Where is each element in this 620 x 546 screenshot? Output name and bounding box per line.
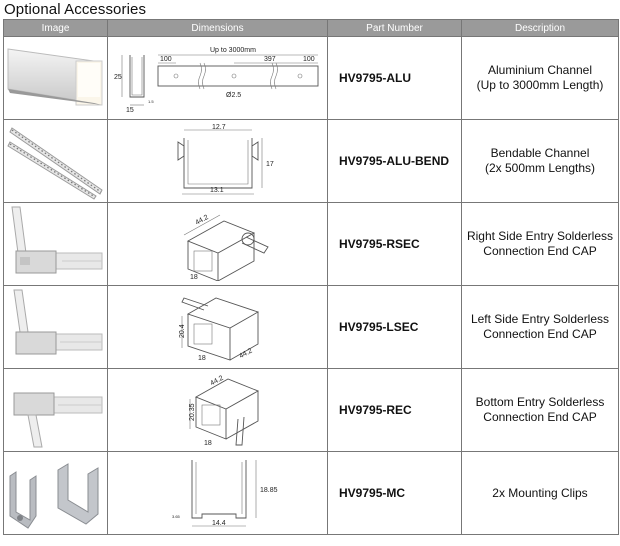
table-row: 25 15 1.5 Up to 3000mm 100 39 <box>3 36 619 120</box>
product-image-rsec <box>3 202 108 286</box>
description-line: Right Side Entry Solderless <box>466 229 614 243</box>
lsec-dimension-drawing: 20.4 18 44.2 <box>179 297 259 362</box>
rsec-photo <box>10 206 102 274</box>
table-header-row: Image Dimensions Part Number Description <box>3 19 619 37</box>
product-image-aluminium-channel <box>3 36 108 120</box>
dim-height: 20.4 <box>179 324 186 338</box>
alu-bend-dimension-drawing: 12.7 17 13.1 <box>177 124 274 195</box>
product-image-rec <box>3 368 108 452</box>
dim-width: 15 <box>126 107 134 114</box>
dimensions-drawing-rsec: 44.2 18 <box>107 202 328 286</box>
dim-bottom: 13.1 <box>210 187 224 194</box>
product-image-mounting-clips <box>3 451 108 535</box>
dimensions-drawing-alu: 25 15 1.5 Up to 3000mm 100 39 <box>107 36 328 120</box>
description-line: Connection End CAP <box>483 244 597 258</box>
description-line: (Up to 3000mm Length) <box>476 78 604 92</box>
dim-width: 18 <box>198 355 206 362</box>
table-row: 20.4 18 44.2 HV9795-LSEC Left Side Entry… <box>3 285 619 369</box>
description: 2x Mounting Clips <box>461 451 619 535</box>
part-number: HV9795-REC <box>327 368 462 452</box>
part-number: HV9795-ALU <box>327 36 462 120</box>
description-line: Bottom Entry Solderless <box>475 395 605 409</box>
bendable-channel-photo <box>6 127 103 200</box>
dim-height: 17 <box>266 161 274 168</box>
description-line: Connection End CAP <box>483 327 597 341</box>
dimensions-drawing-alu-bend: 12.7 17 13.1 <box>107 119 328 203</box>
description-line: 2x Mounting Clips <box>492 485 588 500</box>
table-row: 20.35 44.2 18 HV9795-REC Bottom Entry So… <box>3 368 619 452</box>
dim-length: Up to 3000mm <box>210 47 256 54</box>
product-image-lsec <box>3 285 108 369</box>
dimensions-drawing-mc: 18.85 14.4 3.65 <box>107 451 328 535</box>
part-number: HV9795-MC <box>327 451 462 535</box>
column-header-part-number: Part Number <box>327 19 462 37</box>
dim-width: 18 <box>204 440 212 447</box>
dim-height: 20.35 <box>189 403 196 421</box>
part-number: HV9795-RSEC <box>327 202 462 286</box>
part-number: HV9795-ALU-BEND <box>327 119 462 203</box>
lsec-photo <box>12 289 102 355</box>
description: Aluminium Channel (Up to 3000mm Length) <box>461 36 619 120</box>
accessories-table: Image Dimensions Part Number Description <box>3 19 619 535</box>
mounting-clips-photo <box>9 463 98 529</box>
table-row: 44.2 18 HV9795-RSEC Right Side Entry Sol… <box>3 202 619 286</box>
dim-small: 1.5 <box>148 99 154 104</box>
dim-end-right: 100 <box>303 56 315 63</box>
column-header-image: Image <box>3 19 108 37</box>
table-row: 18.85 14.4 3.65 HV9795-MC 2x Mounting Cl… <box>3 451 619 535</box>
dim-length: 44.2 <box>238 347 253 360</box>
dim-height: 25 <box>114 74 122 81</box>
column-header-description: Description <box>461 19 619 37</box>
dim-mid: 397 <box>264 56 276 63</box>
column-header-dimensions: Dimensions <box>107 19 328 37</box>
part-number: HV9795-LSEC <box>327 285 462 369</box>
dim-height: 18.85 <box>260 487 278 494</box>
description-line: Left Side Entry Solderless <box>470 312 610 326</box>
description: Bendable Channel (2x 500mm Lengths) <box>461 119 619 203</box>
dim-width: 14.4 <box>212 520 226 527</box>
rsec-dimension-drawing: 44.2 18 <box>183 214 269 281</box>
dim-hole: Ø2.5 <box>226 92 241 99</box>
description: Left Side Entry Solderless Connection En… <box>461 285 619 369</box>
description: Right Side Entry Solderless Connection E… <box>461 202 619 286</box>
product-image-bendable-channel <box>3 119 108 203</box>
rec-dimension-drawing: 20.35 44.2 18 <box>189 375 259 447</box>
rec-photo <box>13 392 102 448</box>
page-title: Optional Accessories <box>4 1 147 18</box>
description-line: Bendable Channel <box>490 146 590 160</box>
dimensions-drawing-lsec: 20.4 18 44.2 <box>107 285 328 369</box>
dimensions-drawing-rec: 20.35 44.2 18 <box>107 368 328 452</box>
description-line: Aluminium Channel <box>487 63 593 77</box>
description-line: (2x 500mm Lengths) <box>484 161 596 175</box>
description: Bottom Entry Solderless Connection End C… <box>461 368 619 452</box>
dim-small: 3.65 <box>172 514 181 519</box>
alu-dimension-drawing: 25 15 1.5 Up to 3000mm 100 39 <box>114 47 318 114</box>
table-row: 12.7 17 13.1 HV9795-ALU-BEND Bendable Ch… <box>3 119 619 203</box>
mc-dimension-drawing: 18.85 14.4 3.65 <box>172 460 278 527</box>
aluminium-channel-photo <box>7 48 102 106</box>
dim-end-left: 100 <box>160 56 172 63</box>
dim-top: 12.7 <box>212 124 226 131</box>
dim-width: 18 <box>190 274 198 281</box>
description-line: Connection End CAP <box>483 410 597 424</box>
